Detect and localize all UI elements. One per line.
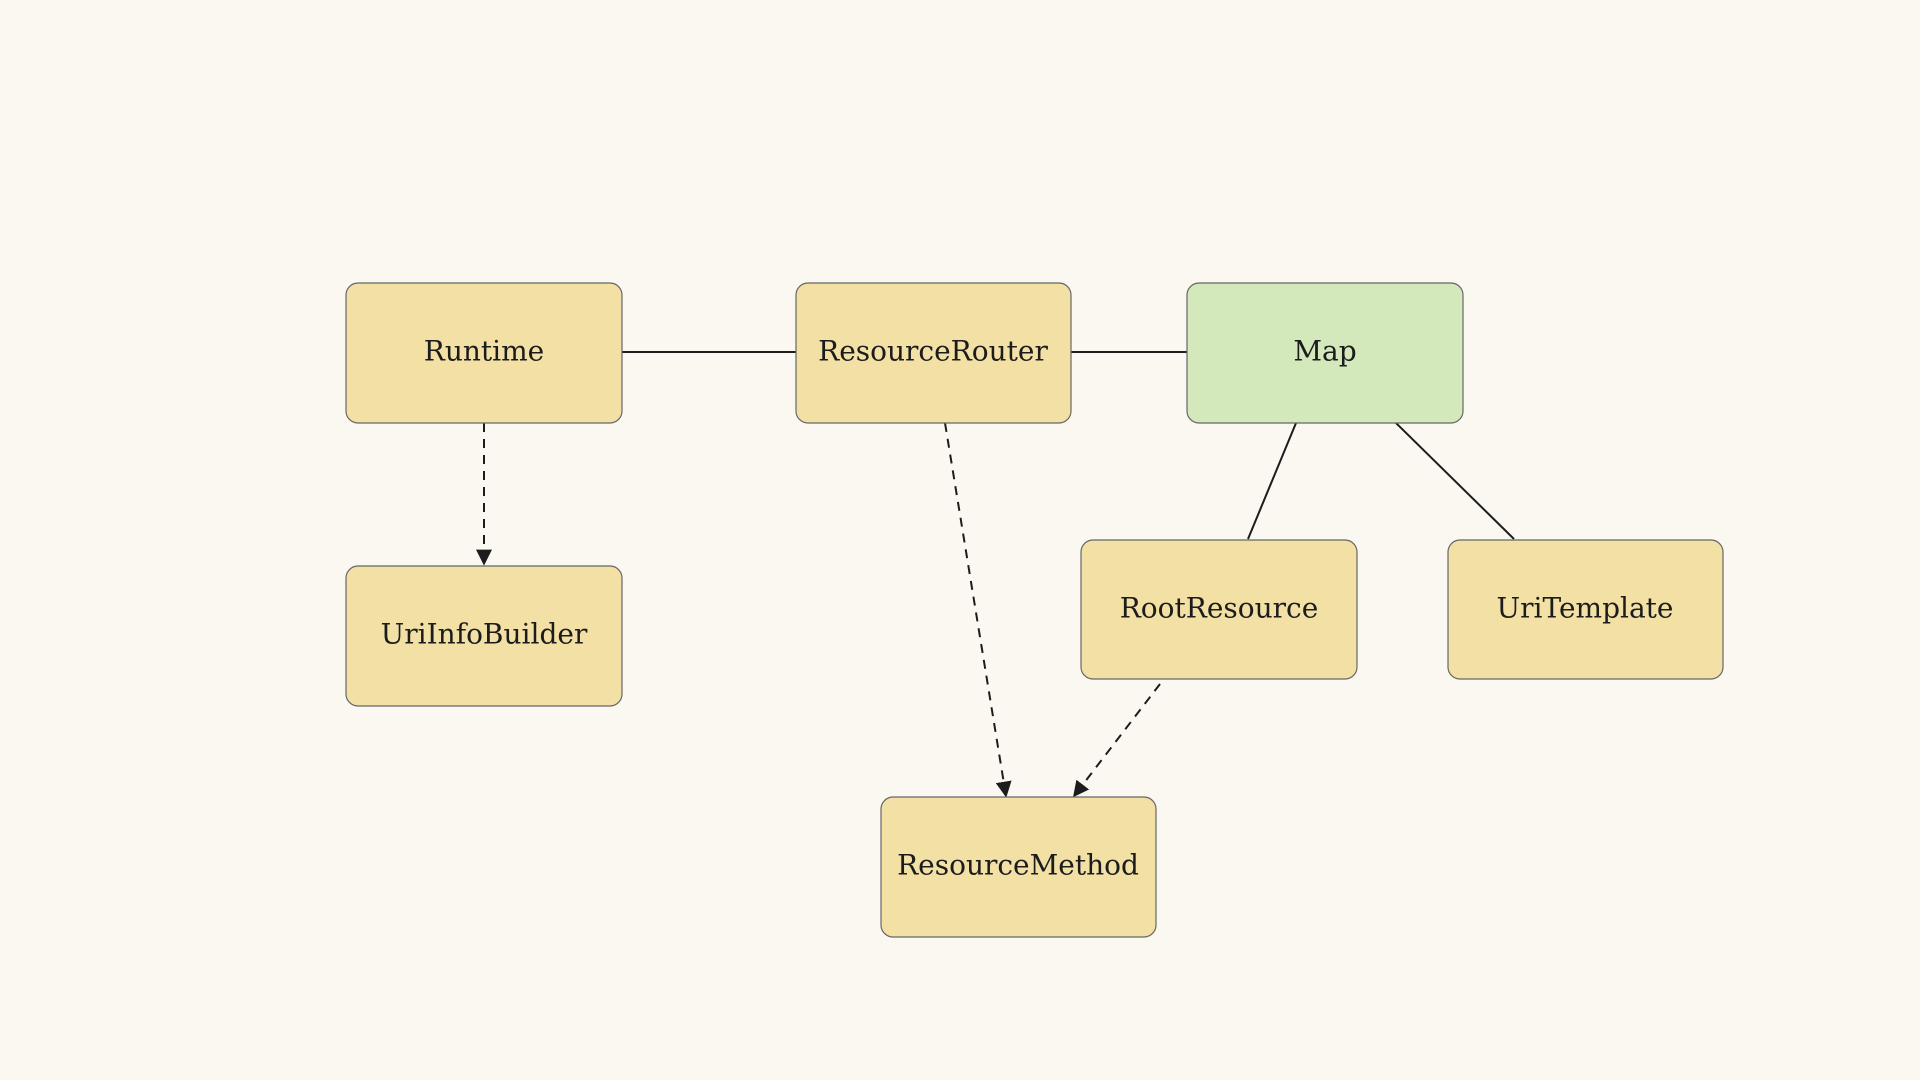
node-box xyxy=(345,282,623,424)
node-box xyxy=(880,796,1157,938)
node-box xyxy=(345,565,623,707)
node-label: ResourceRouter xyxy=(818,335,1048,368)
node-label: UriTemplate xyxy=(1497,592,1674,625)
node-runtime[interactable]: Runtime xyxy=(345,282,623,424)
node-uri-info-builder[interactable]: UriInfoBuilder xyxy=(345,565,623,707)
node-label: Runtime xyxy=(424,335,544,368)
node-label: ResourceMethod xyxy=(897,849,1139,882)
node-box xyxy=(795,282,1072,424)
edges xyxy=(476,351,1515,798)
nodes: Runtime ResourceRouter Map UriInfoBuilde… xyxy=(345,282,1724,938)
node-root-resource[interactable]: RootResource xyxy=(1080,539,1358,680)
edge-map-to-uri-template xyxy=(1395,422,1515,540)
node-box xyxy=(1186,282,1464,424)
node-map[interactable]: Map xyxy=(1186,282,1464,424)
node-label: RootResource xyxy=(1120,592,1319,625)
node-uri-template[interactable]: UriTemplate xyxy=(1447,539,1724,680)
node-label: Map xyxy=(1293,335,1356,368)
node-box xyxy=(1080,539,1358,680)
node-box xyxy=(1447,539,1724,680)
node-resource-router[interactable]: ResourceRouter xyxy=(795,282,1072,424)
edge-resource-router-to-resource-method xyxy=(944,422,1012,798)
edge-map-to-root-resource xyxy=(1247,422,1297,540)
node-label: UriInfoBuilder xyxy=(381,618,588,651)
edge-root-resource-to-resource-method xyxy=(1073,683,1161,798)
node-resource-method[interactable]: ResourceMethod xyxy=(880,796,1157,938)
